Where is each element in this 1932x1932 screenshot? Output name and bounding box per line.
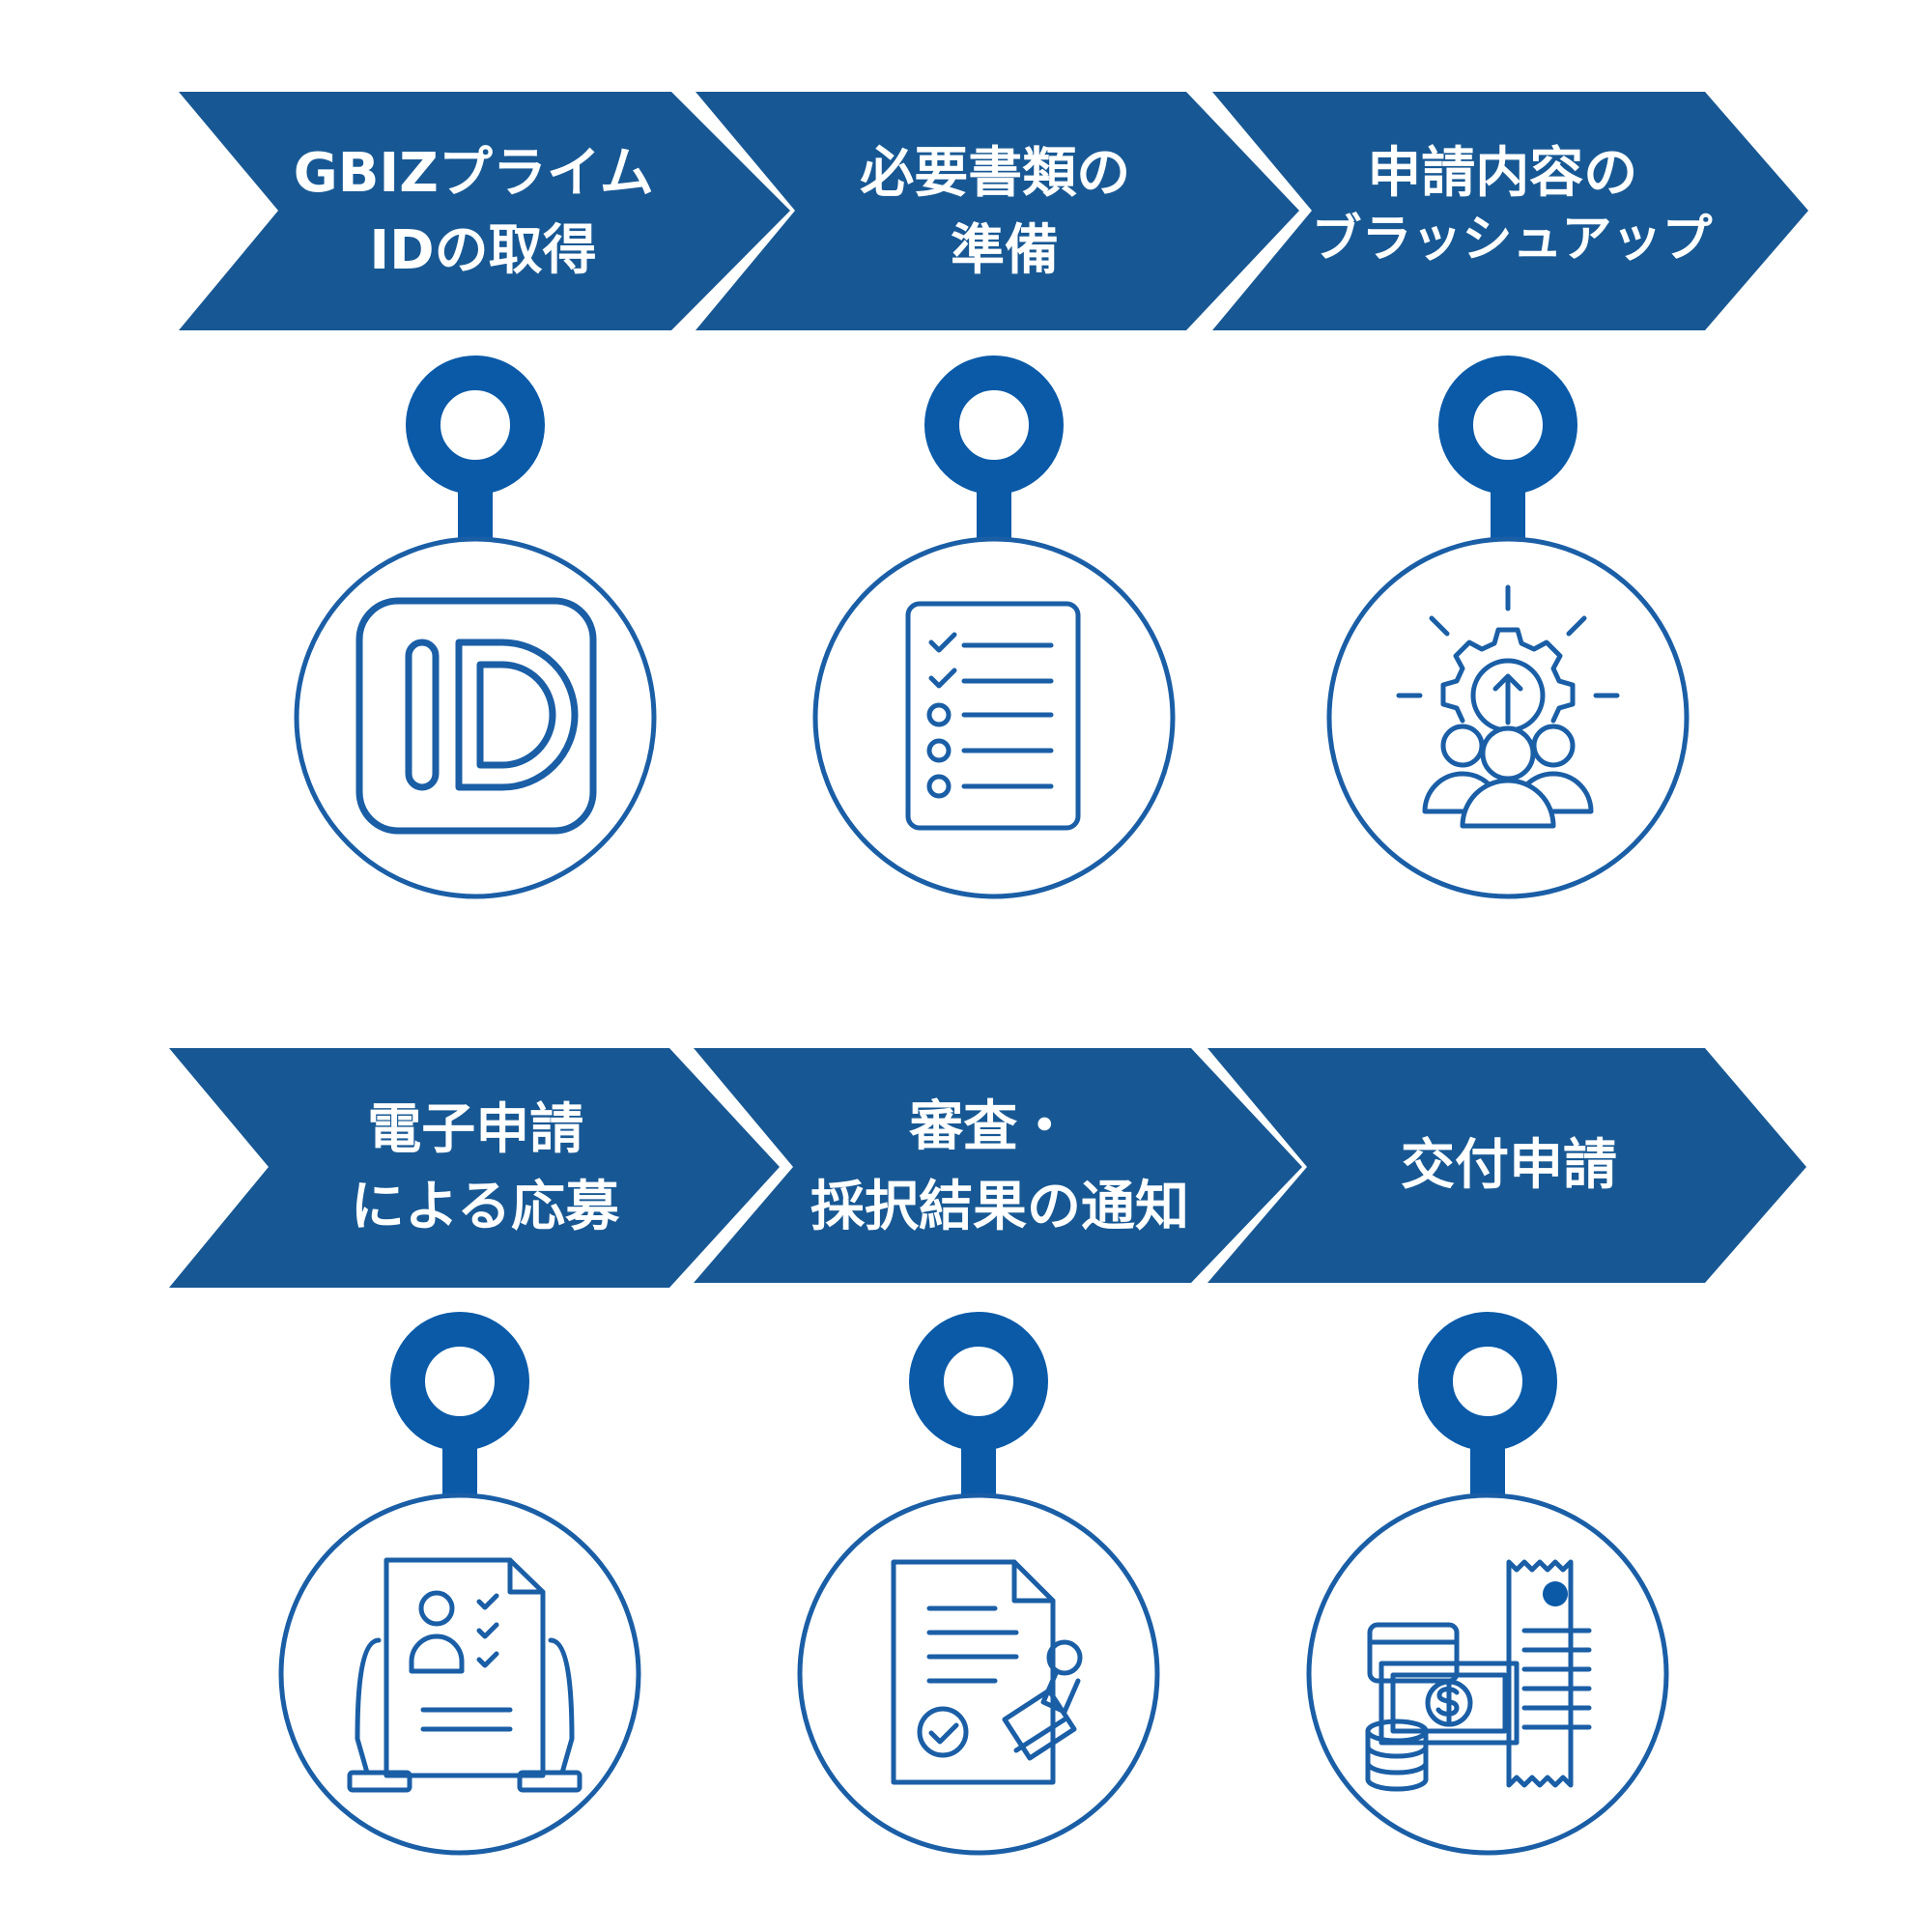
step-1-label: GBIZプライム IDの取得	[294, 142, 672, 282]
step-4: 電子申請 による応募	[169, 1048, 780, 1856]
step-6: 交付申請	[1208, 1048, 1806, 1856]
id-card-icon	[355, 597, 597, 835]
team-gear-improvement-icon	[1396, 584, 1620, 829]
step-2-pin	[924, 355, 1064, 539]
step-5-icon-circle	[797, 1492, 1160, 1856]
step-4-label: 電子申請 による応募	[351, 1098, 620, 1238]
step-3: 申請内容の ブラッシュアップ	[1212, 92, 1808, 899]
money-receipt-icon	[1365, 1559, 1592, 1792]
step-5: 審査・ 採択結果の通知	[694, 1048, 1302, 1856]
checklist-icon	[905, 601, 1081, 831]
step-1: GBIZプライム IDの取得	[179, 92, 790, 899]
step-2-icon-circle	[812, 536, 1176, 899]
step-1-pin	[406, 355, 545, 539]
step-3-label: 申請内容の ブラッシュアップ	[1312, 142, 1713, 269]
step-5-chevron	[694, 1048, 1302, 1283]
step-3-pin	[1438, 355, 1577, 539]
step-5-label: 審査・ 採択結果の通知	[810, 1095, 1189, 1238]
approval-stamp-document-icon	[891, 1559, 1083, 1785]
step-4-icon-circle	[278, 1492, 641, 1856]
step-1-chevron	[179, 92, 790, 330]
step-4-chevron	[169, 1048, 780, 1288]
step-6-label: 交付申請	[1401, 1134, 1617, 1197]
step-3-chevron	[1212, 92, 1808, 330]
step-5-pin	[909, 1312, 1048, 1495]
step-6-chevron	[1208, 1048, 1806, 1283]
step-1-icon-circle	[294, 536, 657, 899]
step-2-chevron	[696, 92, 1299, 330]
step-6-pin	[1418, 1312, 1557, 1495]
step-2-label: 必要書類の 準備	[860, 142, 1150, 282]
application-form-icon	[347, 1557, 582, 1793]
step-2: 必要書類の 準備	[696, 92, 1299, 899]
step-4-pin	[390, 1312, 529, 1495]
